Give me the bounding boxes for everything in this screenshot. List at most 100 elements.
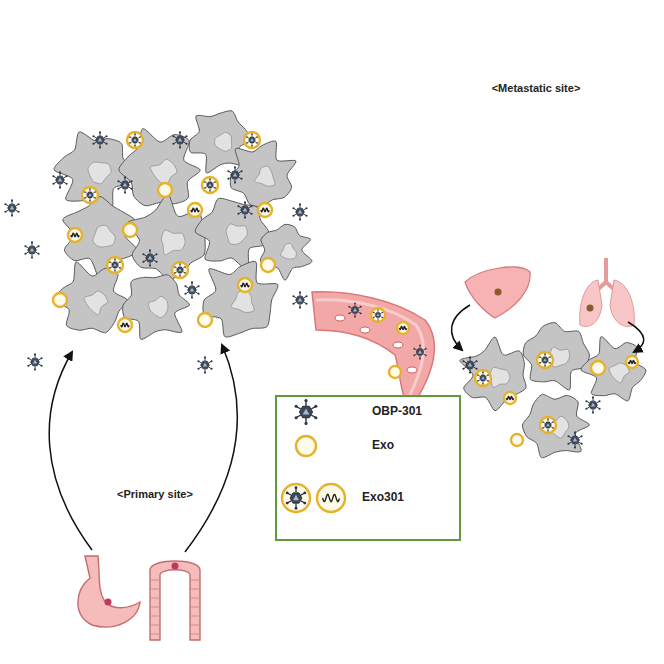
metastatic-tumor bbox=[460, 323, 646, 458]
virus-icon bbox=[246, 133, 258, 146]
cell-nucleus bbox=[280, 243, 296, 259]
exosome bbox=[82, 187, 98, 203]
virus-icon bbox=[172, 131, 187, 148]
virus-icon bbox=[413, 344, 426, 359]
spread-arrow bbox=[628, 322, 644, 352]
primary-tumor bbox=[4, 111, 312, 374]
blood-vessel bbox=[312, 292, 434, 410]
red-blood-cell bbox=[407, 367, 417, 373]
right-lung bbox=[610, 280, 634, 326]
virus-icon bbox=[92, 131, 107, 148]
virus-icon bbox=[117, 176, 132, 193]
exosome bbox=[172, 262, 188, 278]
viral-genome bbox=[71, 233, 79, 237]
virus-icon bbox=[462, 356, 477, 373]
exosome bbox=[238, 278, 252, 292]
exosome bbox=[107, 257, 123, 273]
exosome bbox=[296, 436, 316, 456]
exosome bbox=[282, 484, 310, 512]
cell-nucleus bbox=[231, 290, 254, 313]
tumor-cell bbox=[230, 141, 296, 207]
tumor-cell bbox=[260, 224, 312, 280]
exosome bbox=[317, 484, 345, 512]
virus-icon bbox=[84, 188, 96, 201]
arrows bbox=[49, 305, 644, 552]
virus-icon bbox=[567, 431, 582, 448]
tumor-cell bbox=[581, 337, 646, 401]
viral-genome bbox=[241, 283, 249, 287]
virus-icon bbox=[295, 399, 318, 425]
legend-swatch bbox=[295, 399, 318, 425]
viral-genome bbox=[323, 494, 340, 501]
exosome bbox=[511, 434, 523, 446]
exosome bbox=[188, 203, 202, 217]
left-lung bbox=[580, 280, 602, 326]
virus-icon bbox=[585, 396, 600, 413]
exosome bbox=[504, 392, 516, 404]
exosome bbox=[53, 293, 67, 307]
viral-genome bbox=[261, 208, 269, 212]
site-label: <Metastatic site> bbox=[492, 82, 581, 94]
tumor-cell bbox=[523, 323, 589, 390]
viral-genome bbox=[191, 208, 199, 212]
tumor-cell bbox=[63, 197, 138, 279]
exosome bbox=[626, 356, 638, 368]
virus-icon bbox=[292, 203, 307, 220]
exosome bbox=[540, 417, 556, 433]
organs bbox=[78, 258, 634, 640]
virus-icon bbox=[174, 263, 186, 276]
cell-nucleus bbox=[161, 230, 185, 255]
liver bbox=[465, 267, 530, 318]
legend-text: OBP-301 bbox=[372, 404, 422, 418]
red-blood-cell bbox=[360, 327, 370, 333]
virus-icon bbox=[204, 178, 216, 191]
cell-nucleus bbox=[88, 162, 111, 184]
red-blood-cell bbox=[393, 342, 403, 348]
viral-genome bbox=[399, 326, 406, 329]
legend-text: Exo301 bbox=[362, 490, 404, 504]
legend-swatch bbox=[282, 484, 345, 512]
virus-icon bbox=[109, 258, 121, 271]
exosome bbox=[537, 352, 553, 368]
tumor-cell bbox=[522, 394, 589, 457]
exosome bbox=[158, 183, 172, 197]
exosome bbox=[475, 370, 491, 386]
legend-frame bbox=[276, 396, 460, 540]
exosome bbox=[244, 132, 260, 148]
exosome bbox=[202, 177, 218, 193]
cell-nucleus bbox=[84, 291, 108, 315]
virus-icon bbox=[286, 486, 307, 509]
exosome bbox=[397, 322, 409, 334]
virus-icon bbox=[4, 199, 19, 216]
viral-genome bbox=[121, 323, 129, 327]
virus-icon bbox=[237, 201, 252, 218]
virus-icon bbox=[539, 353, 551, 366]
tumor-cell bbox=[123, 275, 190, 340]
virus-icon bbox=[27, 353, 42, 370]
tumor-cell bbox=[127, 195, 205, 280]
virus-icon bbox=[227, 166, 242, 183]
spread-arrow bbox=[452, 305, 470, 350]
viral-genome bbox=[506, 396, 513, 399]
spread-arrow bbox=[49, 352, 92, 550]
virus-icon bbox=[52, 171, 67, 188]
exosome bbox=[123, 223, 137, 237]
tumor-cell bbox=[460, 337, 526, 411]
exosome bbox=[389, 366, 401, 378]
cell-nucleus bbox=[490, 367, 510, 387]
viral-genome bbox=[628, 360, 635, 363]
exosome bbox=[371, 308, 385, 322]
virus-icon bbox=[197, 356, 212, 373]
legend-swatch bbox=[296, 436, 316, 456]
tumor-cell bbox=[119, 129, 200, 206]
legend-text: Exo bbox=[372, 438, 394, 452]
cell-nucleus bbox=[226, 224, 247, 245]
virus-icon bbox=[373, 309, 383, 321]
exosome bbox=[591, 361, 605, 375]
virus-icon bbox=[292, 291, 307, 308]
virus-icon bbox=[542, 418, 554, 431]
spread-arrow bbox=[185, 345, 237, 552]
cell-nucleus bbox=[215, 132, 232, 151]
